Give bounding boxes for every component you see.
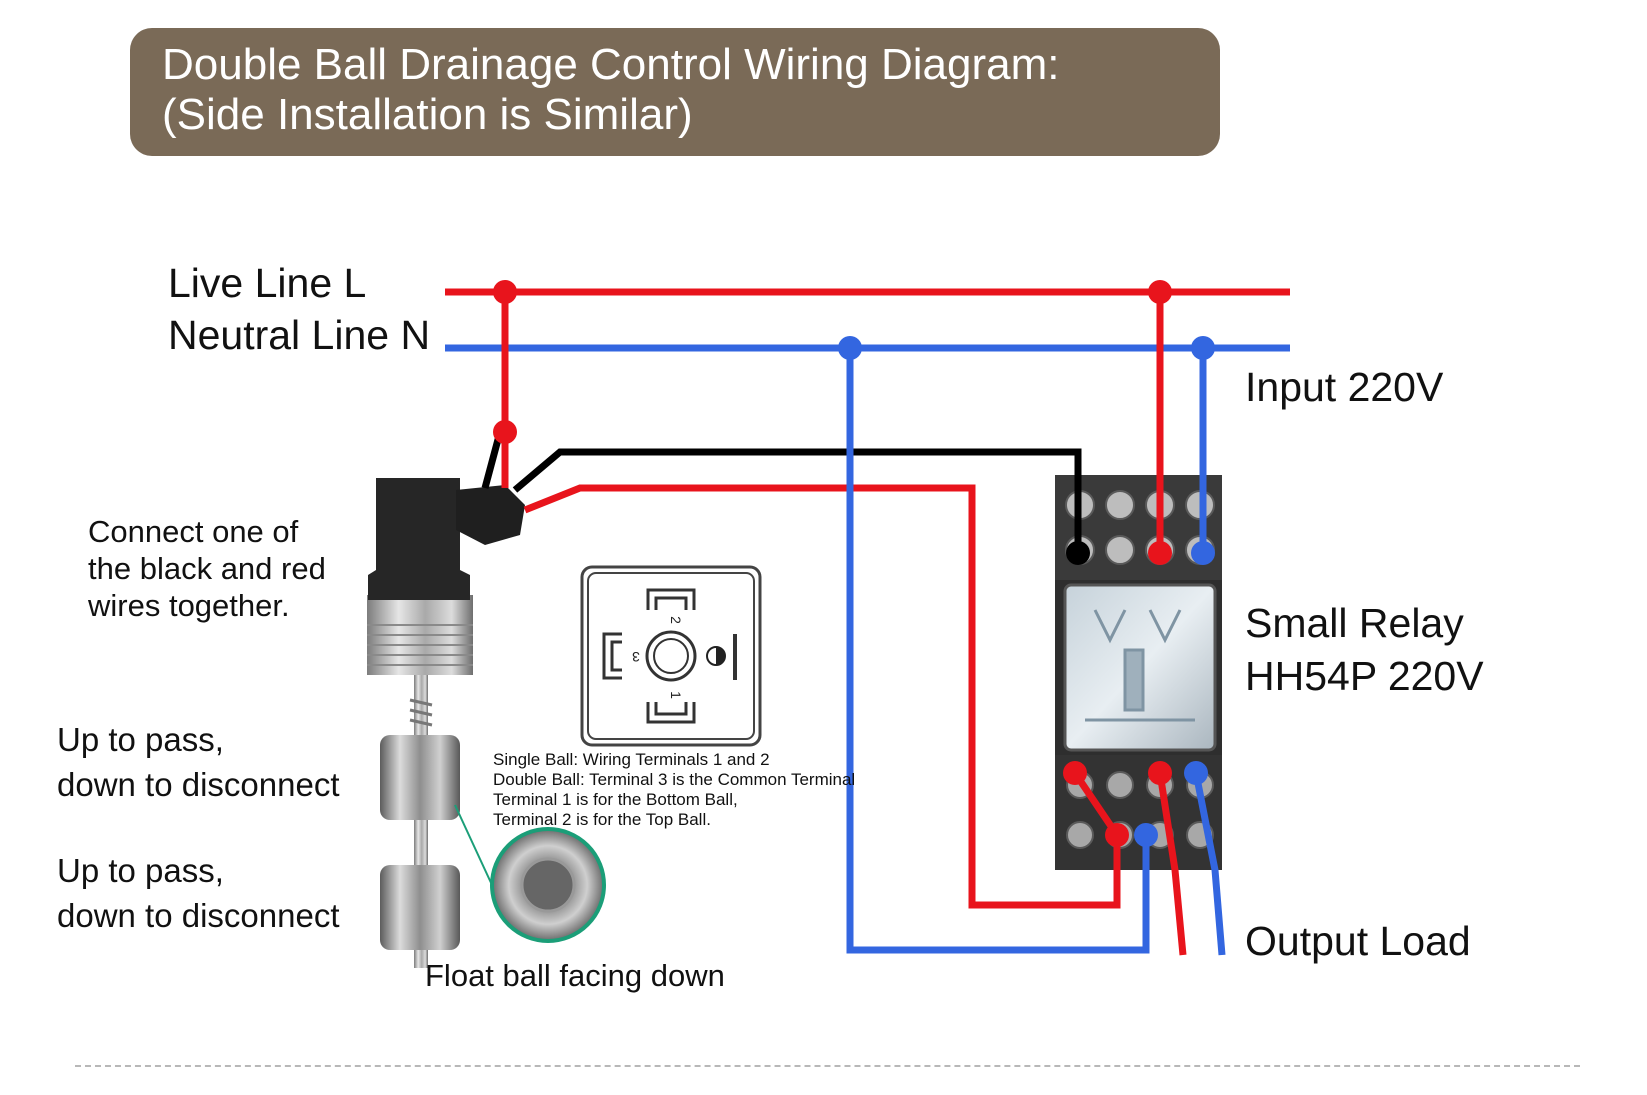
pin-slot-left [602,632,622,680]
connect-note-line-1: Connect one of [88,514,299,549]
live-line-label: Live Line L [168,260,367,306]
lower-ball-note-line-2: down to disconnect [57,897,340,934]
dot-live-sensor [493,280,517,304]
sensor-stem-tip [414,950,428,968]
connect-note-line-3: wires together. [88,588,290,623]
terminal-note-line-2: Double Ball: Terminal 3 is the Common Te… [493,770,856,789]
dot-relay-blue-right [1184,761,1208,785]
float-switch-sensor [367,478,525,968]
pin-label-2: 2 [668,616,684,624]
output-load-label: Output Load [1245,918,1471,964]
stem-spring [409,698,433,727]
upper-ball-note: Up to pass, down to disconnect [57,717,340,807]
ground-symbol-fill [716,647,725,665]
closeup-inner [520,857,576,913]
pin-label-1: 1 [668,691,684,699]
pinout-outer [580,565,762,747]
dot-relay-red-left [1063,761,1087,785]
float-ball-note: Float ball facing down [425,958,725,993]
output-blue-wire [1192,772,1226,956]
sensor-stem-middle [414,820,428,865]
title-line-2: (Side Installation is Similar) [162,90,693,139]
dot-relay-red-bottom [1105,823,1129,847]
relay-label-line-1: Small Relay [1245,600,1464,646]
sensor-connector-housing [368,478,470,600]
thread-lines [367,624,473,666]
dot-relay-red-top [1148,541,1172,565]
connector-pinout-diagram: 2 1 3 [580,565,762,747]
sensor-stem-upper [414,655,428,755]
terminal-note: Single Ball: Wiring Terminals 1 and 2 Do… [493,750,855,830]
neutral-drop-output [846,348,1150,954]
dot-relay-blue-bottom [1134,823,1158,847]
upper-ball-note-line-1: Up to pass, [57,721,224,758]
neutral-line-label: Neutral Line N [168,312,431,358]
terminal-note-line-1: Single Ball: Wiring Terminals 1 and 2 [493,750,770,769]
output-red-wire [1156,772,1187,956]
dot-relay-black [1066,541,1090,565]
terminal-note-line-3: Terminal 1 is for the Bottom Ball, [493,790,738,809]
upper-float-ball [380,735,460,820]
dot-neutral-relay [1191,336,1215,360]
dot-sensor-joint [493,420,517,444]
pinout-center-ring [645,630,697,682]
relay-label-line-2: HH54P 220V [1245,653,1484,699]
junction-dots [493,280,1215,847]
bottom-divider [75,1065,1580,1067]
input-voltage-label: Input 220V [1245,364,1444,410]
lower-float-ball [380,865,460,950]
connect-note-line-2: the black and red [88,551,326,586]
lower-ball-note: Up to pass, down to disconnect [57,848,340,938]
pin-slot-top [646,588,696,610]
dot-relay-red-right [1148,761,1172,785]
pin-slot-bottom [646,702,696,724]
dot-relay-blue-top [1191,541,1215,565]
cable-gland [456,485,525,545]
terminal-note-line-4: Terminal 2 is for the Top Ball. [493,810,711,829]
pin-label-3: 3 [632,649,640,665]
pinout-inner [587,572,755,740]
pinout-center [653,638,689,674]
black-wire-to-relay [512,448,1082,553]
lower-ball-note-line-1: Up to pass, [57,852,224,889]
closeup-leader-line [454,804,493,886]
title-line-1: Double Ball Drainage Control Wiring Diag… [162,40,1060,89]
float-ball-closeup [454,804,606,943]
relay-coil [1085,609,1195,722]
upper-ball-note-line-2: down to disconnect [57,766,340,803]
dot-neutral-output [838,336,862,360]
dot-live-relay [1148,280,1172,304]
connect-note: Connect one of the black and red wires t… [88,513,326,624]
title-banner: Double Ball Drainage Control Wiring Diag… [130,28,1220,156]
